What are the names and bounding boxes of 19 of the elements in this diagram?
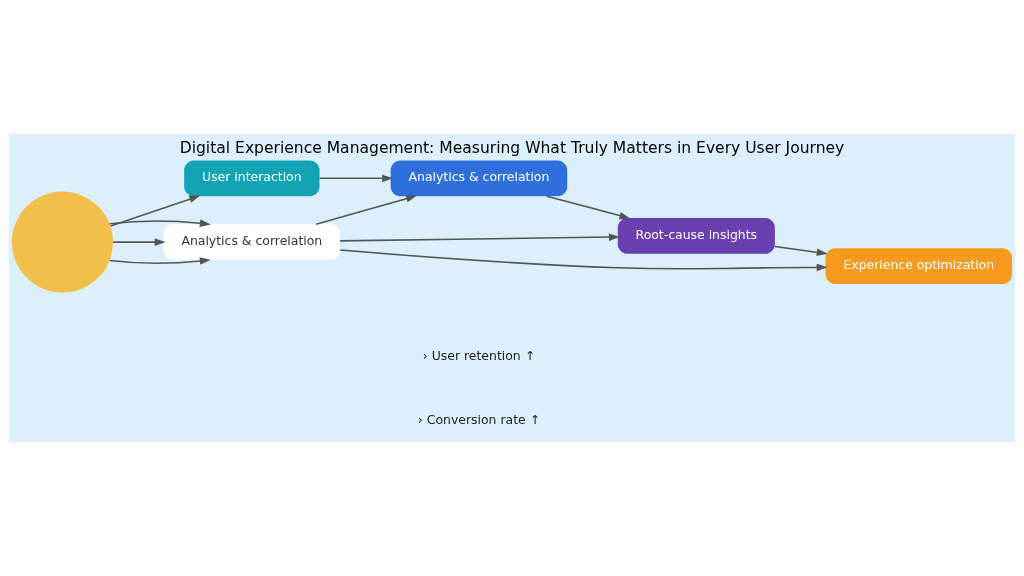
node-box: Analytics & correlation	[163, 224, 341, 260]
node-box: Analytics & correlation	[390, 160, 568, 197]
arrow	[774, 245, 828, 257]
arrow	[108, 257, 211, 265]
arrow	[546, 195, 631, 220]
arrow	[318, 174, 393, 183]
label: › Conversion rate ↑	[417, 411, 541, 427]
arrow	[108, 219, 211, 227]
arrow	[339, 249, 828, 272]
arrow	[339, 233, 620, 242]
arrow	[112, 238, 166, 246]
label: › User retention ↑	[422, 348, 536, 364]
arrow	[109, 195, 201, 227]
node-circle	[11, 191, 113, 293]
arrow	[315, 194, 418, 225]
node-box: Experience optimization	[825, 248, 1013, 285]
node-box: User interaction	[184, 160, 320, 197]
node-box: Root-cause insights	[617, 218, 775, 254]
diagram-title: Digital Experience Management: Measuring What Truly Matters in Every User Journey	[179, 138, 845, 157]
